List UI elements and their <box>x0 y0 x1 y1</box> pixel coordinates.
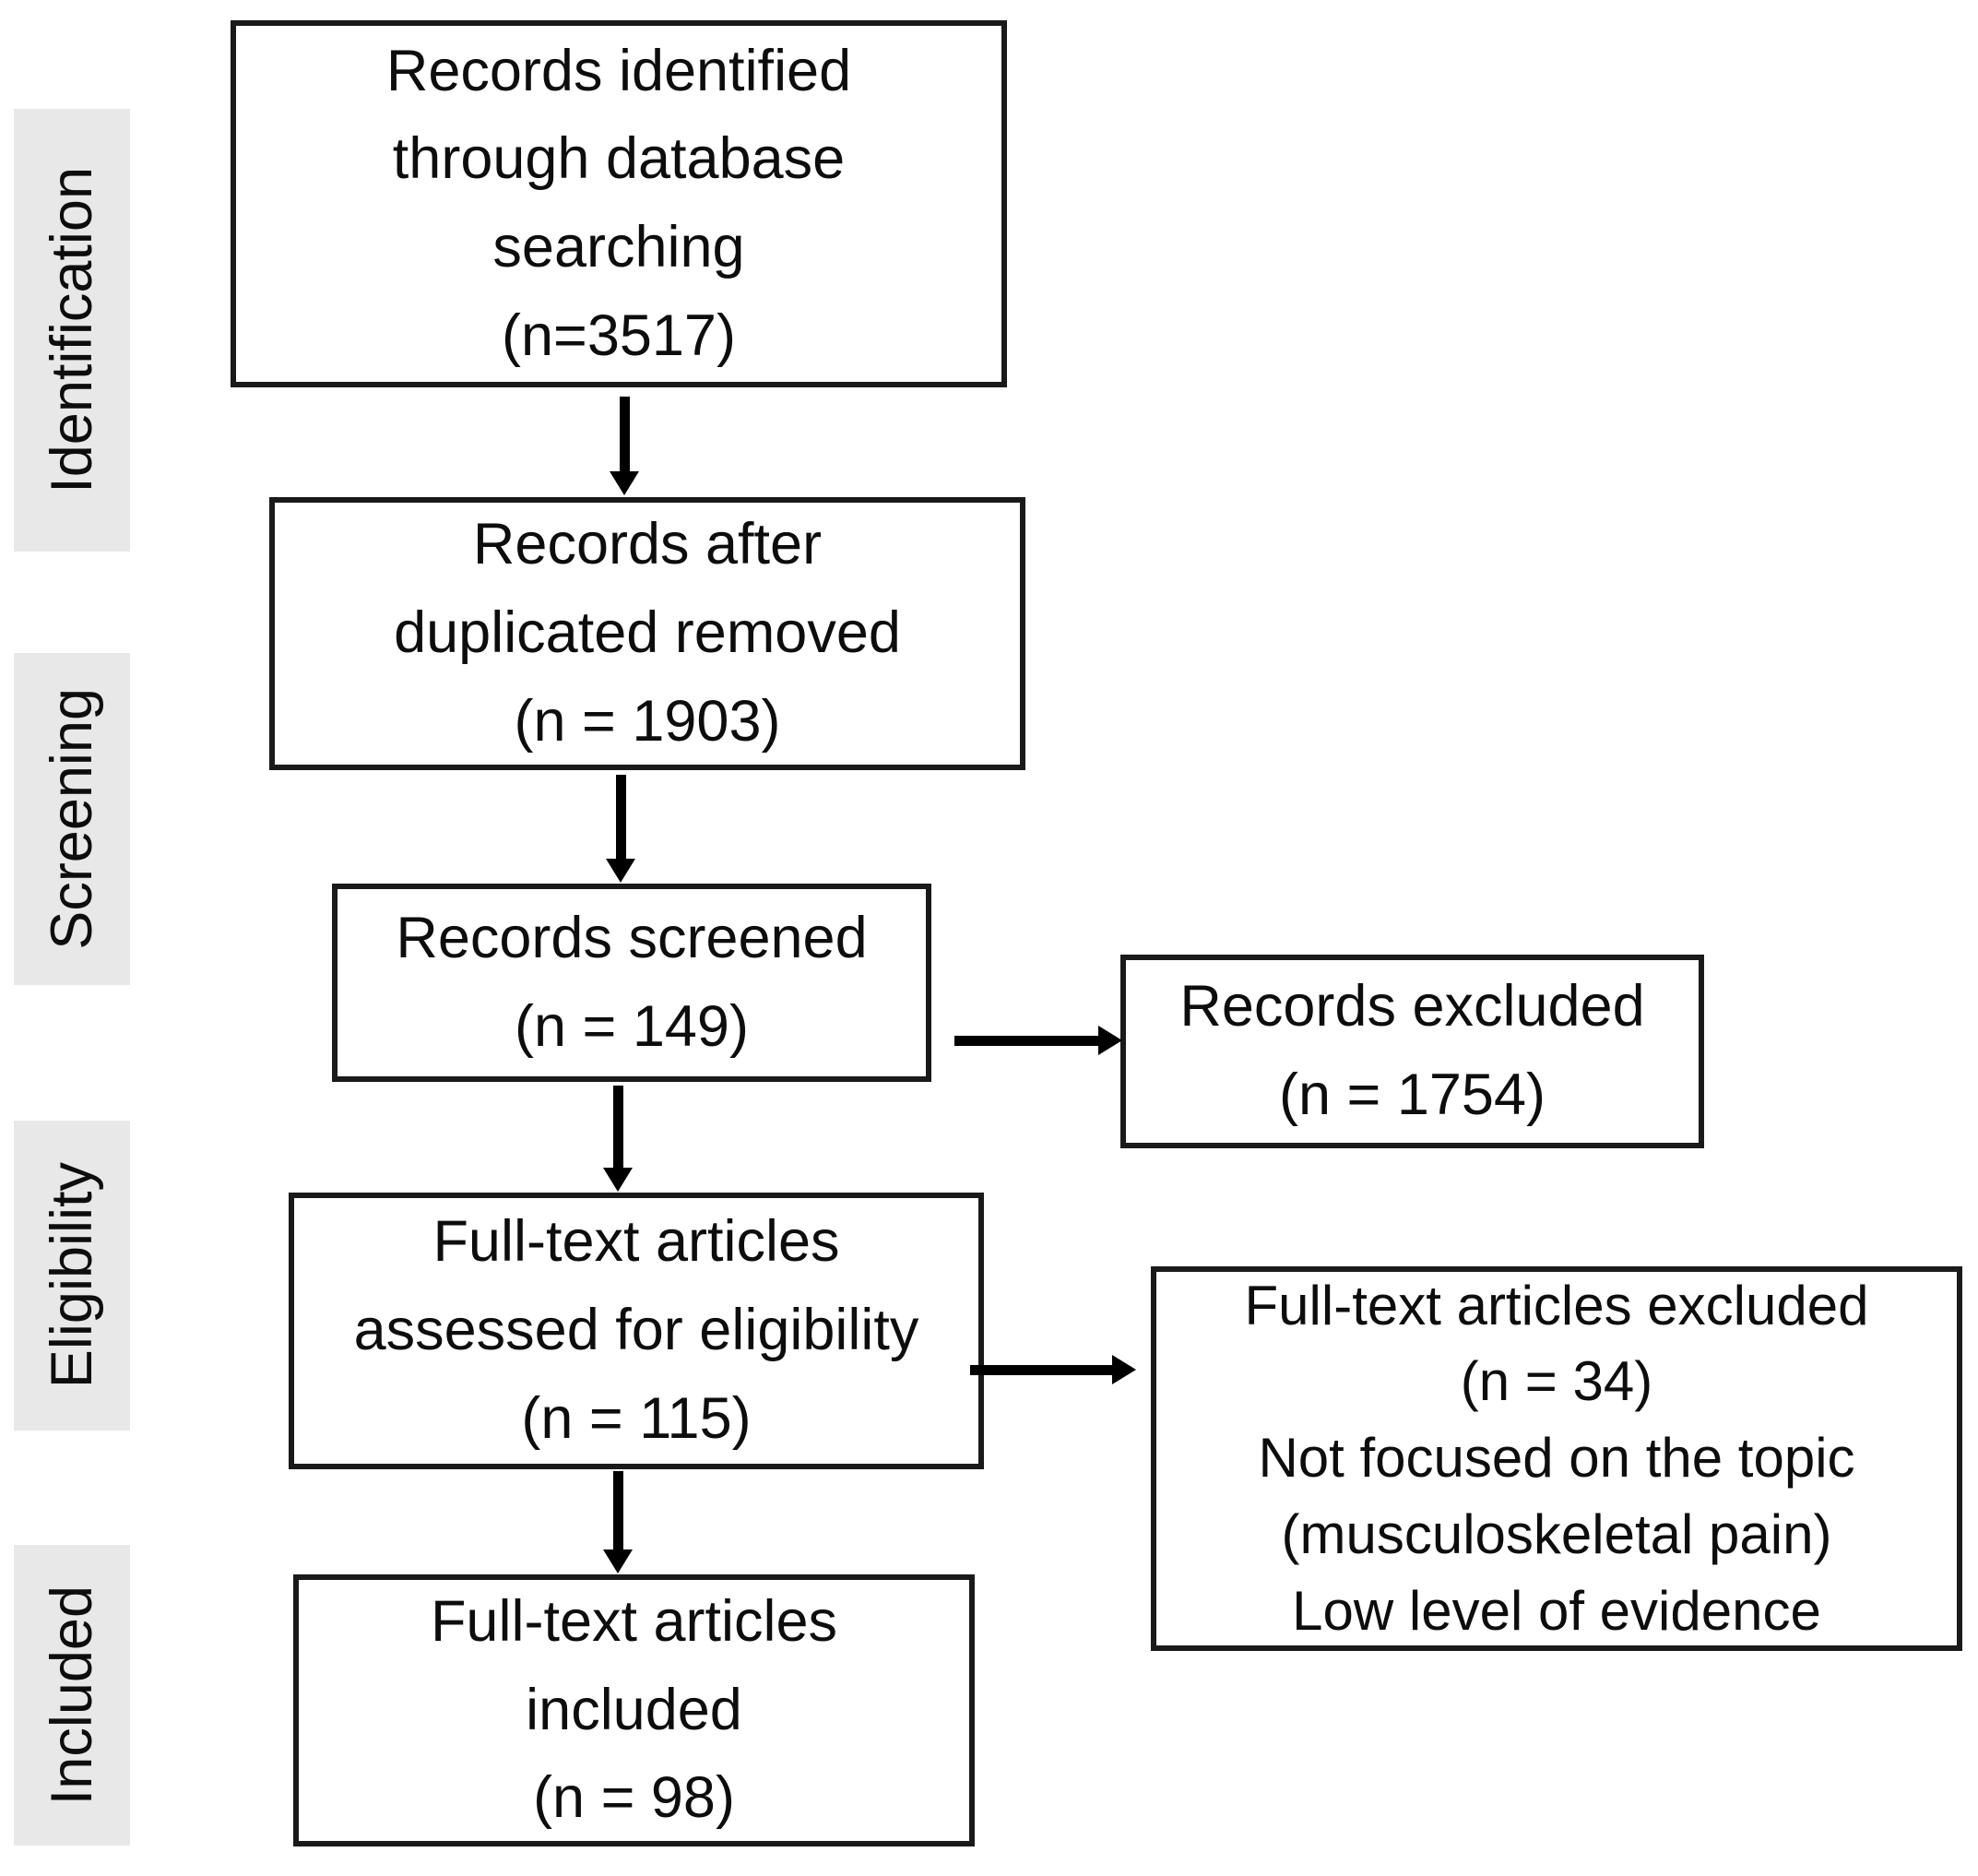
arrow-head <box>610 471 639 495</box>
arrow-head <box>603 1168 633 1192</box>
box-text-line: Records screened <box>396 905 868 970</box>
box-fulltext-articles-excluded: Full-text articles excluded (n = 34) Not… <box>1151 1266 1962 1651</box>
stage-band-identification: Identification <box>14 109 130 552</box>
arrow-down-icon <box>603 1471 633 1573</box>
box-reason-line: (musculoskeletal pain) <box>1281 1502 1832 1565</box>
box-text-line: searching <box>492 215 745 279</box>
arrow-shaft <box>619 397 630 471</box>
stage-band-eligibility: Eligibility <box>14 1121 130 1431</box>
box-records-screened: Records screened (n = 149) <box>332 884 931 1082</box>
box-reason-line: Not focused on the topic <box>1258 1427 1855 1490</box>
arrow-shaft <box>954 1035 1098 1046</box>
arrow-right-icon <box>970 1355 1136 1384</box>
box-text-line: Full-text articles excluded <box>1244 1274 1869 1336</box>
box-text-line: Full-text articles <box>432 1209 840 1275</box>
box-count-line: (n = 149) <box>515 993 749 1059</box>
box-records-after-duplicates-removed: Records after duplicated removed (n = 19… <box>269 497 1025 770</box>
box-text-line: Full-text articles <box>430 1588 838 1654</box>
arrow-head <box>1112 1355 1136 1384</box>
box-text-line: duplicated removed <box>394 600 901 666</box>
arrow-down-icon <box>606 775 635 883</box>
arrow-shaft <box>612 1471 623 1549</box>
box-count-line: (n = 115) <box>521 1385 752 1451</box>
arrow-head <box>603 1549 633 1573</box>
stage-label-eligibility: Eligibility <box>39 1162 104 1389</box>
arrow-head <box>1098 1026 1122 1055</box>
box-text-line: Records identified <box>385 38 852 103</box>
stage-label-identification: Identification <box>39 167 104 493</box>
box-text-line: included <box>526 1677 742 1742</box>
box-reason-line: Low level of evidence <box>1292 1579 1821 1642</box>
box-fulltext-articles-included: Full-text articles included (n = 98) <box>293 1574 975 1846</box>
arrow-shaft <box>615 775 626 859</box>
box-text-line: Records after <box>472 512 823 577</box>
box-count-line: (n = 98) <box>533 1765 735 1831</box>
box-count-line: (n = 1754) <box>1279 1063 1546 1127</box>
box-text-line: Records excluded <box>1179 974 1645 1039</box>
stage-label-included: Included <box>39 1585 104 1806</box>
box-count-line: (n = 34) <box>1460 1350 1653 1413</box>
box-text-line: assessed for eligibility <box>353 1298 919 1363</box>
box-count-line: (n=3517) <box>502 303 736 368</box>
box-fulltext-assessed-eligibility: Full-text articles assessed for eligibil… <box>289 1193 984 1469</box>
arrow-right-icon <box>954 1026 1122 1055</box>
box-records-excluded: Records excluded (n = 1754) <box>1120 955 1704 1148</box>
stage-band-screening: Screening <box>14 653 130 985</box>
stage-label-screening: Screening <box>39 688 104 950</box>
arrow-head <box>606 859 635 883</box>
arrow-shaft <box>970 1364 1112 1375</box>
arrow-down-icon <box>610 397 639 495</box>
box-text-line: through database <box>392 126 846 192</box>
stage-band-included: Included <box>14 1545 130 1846</box>
box-count-line: (n = 1903) <box>514 688 781 754</box>
arrow-shaft <box>612 1086 623 1168</box>
arrow-down-icon <box>603 1086 633 1192</box>
box-records-identified: Records identified through database sear… <box>231 20 1007 387</box>
